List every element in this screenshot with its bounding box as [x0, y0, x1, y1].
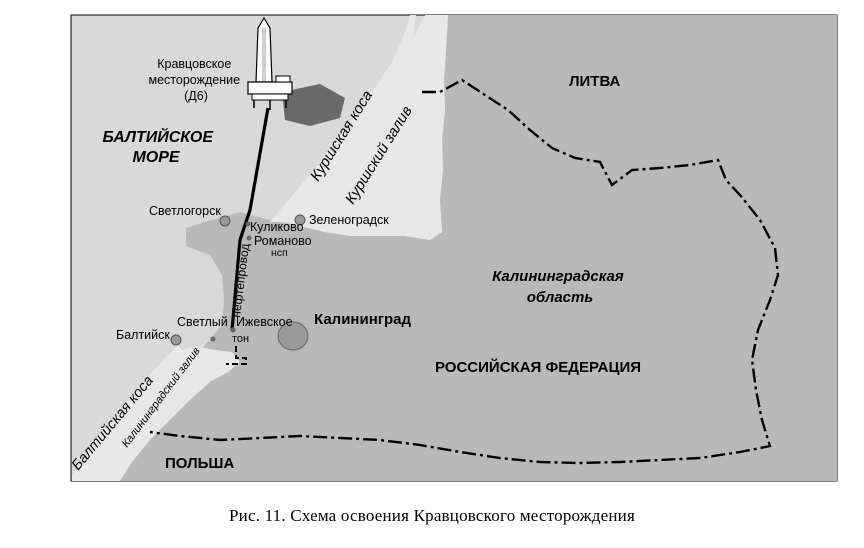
- field-label-line-1: Кравцовское: [157, 57, 231, 71]
- zelenogradsk-label: Зеленоградск: [309, 213, 389, 227]
- romanovo-label: Романово: [254, 234, 312, 248]
- region-label-line-2: область: [527, 289, 594, 306]
- svetly-label: Светлый: [177, 315, 228, 329]
- izhevskoe-marker: [230, 327, 236, 333]
- kaliningrad-marker: [277, 321, 309, 351]
- svetly-marker: [210, 336, 216, 342]
- pipeline-branch: [226, 346, 247, 365]
- field-label-line-2: месторождение: [148, 73, 240, 87]
- sea-label: БАЛТИЙСКОЕ МОРЕ: [103, 126, 218, 166]
- romanovo-marker: [246, 235, 252, 241]
- platform-shadow: [282, 84, 345, 126]
- region-label: Калининградская область: [492, 268, 628, 306]
- vistula-lagoon: [82, 346, 240, 481]
- russia-label: РОССИЙСКАЯ ФЕДЕРАЦИЯ: [435, 358, 641, 376]
- litva-label: ЛИТВА: [569, 73, 621, 90]
- polsha-label: ПОЛЬША: [165, 455, 234, 472]
- kulikovo-label: Куликово: [250, 220, 304, 234]
- sea-label-line-1: БАЛТИЙСКОЕ: [103, 126, 215, 146]
- curonian-lagoon: [288, 15, 448, 240]
- nsp-label: нсп: [271, 247, 288, 259]
- field-label-line-3: (Д6): [184, 89, 208, 103]
- kulikovo-marker: [245, 221, 251, 227]
- sea-label-line-2: МОРЕ: [132, 149, 180, 166]
- baltiysk-marker: [170, 334, 182, 346]
- svetlogorsk-marker: [219, 215, 231, 227]
- mainland-area: [120, 15, 837, 481]
- field-label: Кравцовское месторождение (Д6): [148, 57, 243, 103]
- oil-pipeline: [230, 107, 270, 331]
- vistula-spit: [72, 345, 182, 481]
- svetlogorsk-label: Светлогорск: [149, 204, 221, 218]
- zelenogradsk-marker: [294, 214, 306, 226]
- baltiysk-label: Балтийск: [116, 328, 170, 342]
- ton-label: тон: [232, 333, 249, 345]
- izhevskoe-label: Ижевское: [236, 315, 293, 329]
- figure-caption: Рис. 11. Схема освоения Кравцовского мес…: [229, 506, 635, 525]
- kaliningrad-label: Калининград: [314, 311, 412, 328]
- platform-icon: [247, 16, 293, 110]
- region-label-line-1: Калининградская: [492, 268, 624, 285]
- state-border: [149, 78, 780, 465]
